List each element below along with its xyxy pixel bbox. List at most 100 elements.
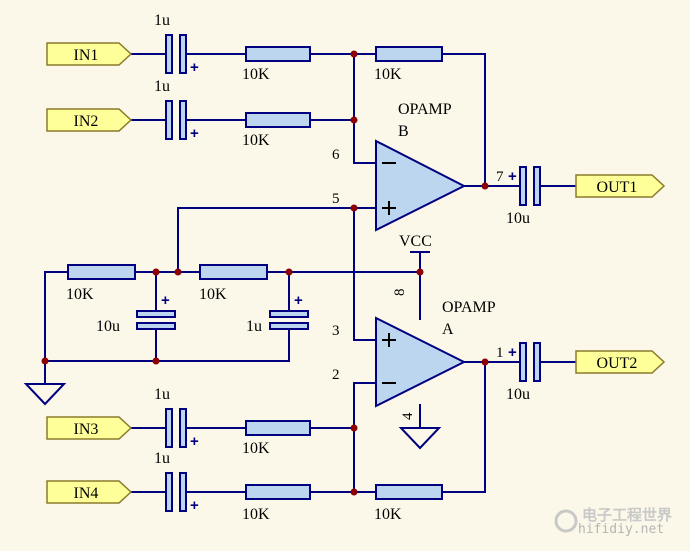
polarity-mark: + [190,59,199,76]
pin-a-minus: 2 [332,367,340,383]
wire [177,207,376,272]
junction-dot [350,204,358,212]
pin-numbers: 6 5 7 3 2 1 8 4 [332,147,504,420]
junction-dot [350,488,358,496]
opamp-labels: OPAMP B OPAMP A VCC [398,101,496,338]
port-label-out1: OUT1 [597,179,638,196]
wire [353,382,376,492]
label-c-bias2: 1u [246,318,262,335]
input-capacitors [165,34,541,512]
label-r-in1: 10K [242,66,270,83]
port-in4: IN4 [46,480,133,504]
capacitor-in4 [165,472,187,512]
port-in2: IN2 [46,108,133,132]
wire [44,271,68,384]
capacitor-in2 [165,100,187,140]
junction-dot [152,268,160,276]
pin-a-vcc: 8 [392,289,408,297]
junction-dot [285,268,293,276]
watermark-text: 电子工程世界 [582,506,672,524]
opamp-b [375,139,467,232]
capacitor-bias-1 [136,310,176,330]
pin-b-out: 7 [496,169,504,185]
junction-dot [152,357,160,365]
label-c-in3: 1u [154,386,170,403]
label-r-in2: 10K [242,132,270,149]
junction-dot [481,182,489,190]
label-r-in4: 10K [242,506,270,523]
bias-capacitors [136,310,309,330]
resistors [67,46,443,500]
component-labels: 1u 1u 1u 1u 10K 10K 10K 10K 10K 10K 10K … [66,12,530,523]
capacitor-bias-2 [269,310,309,330]
vcc-label: VCC [399,233,432,250]
port-in3: IN3 [46,416,133,440]
input-ports: IN1 IN2 IN3 IN4 [46,42,133,504]
opamp-b-unit: B [398,123,409,140]
watermark-url: hifidiy.net [578,522,664,537]
port-label-in4: IN4 [74,485,99,502]
resistor-in2 [245,112,311,128]
pin-b-plus: 5 [332,191,340,207]
resistor-in1 [245,46,311,62]
port-in1: IN1 [46,42,133,66]
label-r-in3: 10K [242,440,270,457]
label-r-bias1: 10K [66,286,94,303]
ground-symbol-opamp [398,427,442,450]
resistor-bias-2 [199,264,268,280]
junction-dot [350,424,358,432]
junction-dot [416,268,424,276]
label-r-fb-a: 10K [374,506,402,523]
capacitor-out2 [519,342,541,382]
polarity-mark: + [161,292,170,309]
polarity-mark: + [294,292,303,309]
capacitor-in1 [165,34,187,74]
port-label-out2: OUT2 [597,355,638,372]
resistor-feedback-a [375,484,443,500]
wires [44,53,576,493]
wire [353,208,376,341]
resistor-bias-1 [67,264,136,280]
polarity-mark: + [508,344,517,361]
opamp-a-body [375,316,467,408]
label-r-bias2: 10K [199,286,227,303]
watermark-logo [554,509,578,533]
polarity-mark: + [190,497,199,514]
watermark: 电子工程世界 hifidiy.net [554,506,672,537]
port-out1: OUT1 [575,174,666,198]
label-c-bias1: 10u [96,318,120,335]
pin-a-gnd: 4 [400,412,416,420]
label-c-in4: 1u [154,450,170,467]
label-c-out1: 10u [506,210,530,227]
polarity-marks: + + + + + + + + [161,59,517,514]
wire [442,362,486,493]
opamp-b-name: OPAMP [398,101,452,118]
polarity-mark: + [190,125,199,142]
junction-dot [481,358,489,366]
junctions [41,50,489,496]
resistor-in4 [245,484,311,500]
pin-a-plus: 3 [332,323,340,339]
port-out2: OUT2 [575,350,666,374]
resistor-in3 [245,420,311,436]
pin-b-minus: 6 [332,147,340,163]
wire [442,53,486,186]
junction-dot [41,357,49,365]
label-c-out2: 10u [506,386,530,403]
junction-dot [350,116,358,124]
junction-dot [174,268,182,276]
output-ports: OUT1 OUT2 [575,174,666,374]
opamp-a [375,316,467,408]
wire [45,323,290,362]
wire [353,54,376,164]
capacitor-out1 [519,166,541,206]
port-label-in3: IN3 [74,421,99,438]
pin-a-out: 1 [496,345,504,361]
ground-symbol-main [23,383,67,406]
resistor-feedback-b [375,46,443,62]
polarity-mark: + [508,168,517,185]
junction-dot [350,50,358,58]
opamp-b-body [375,139,467,232]
